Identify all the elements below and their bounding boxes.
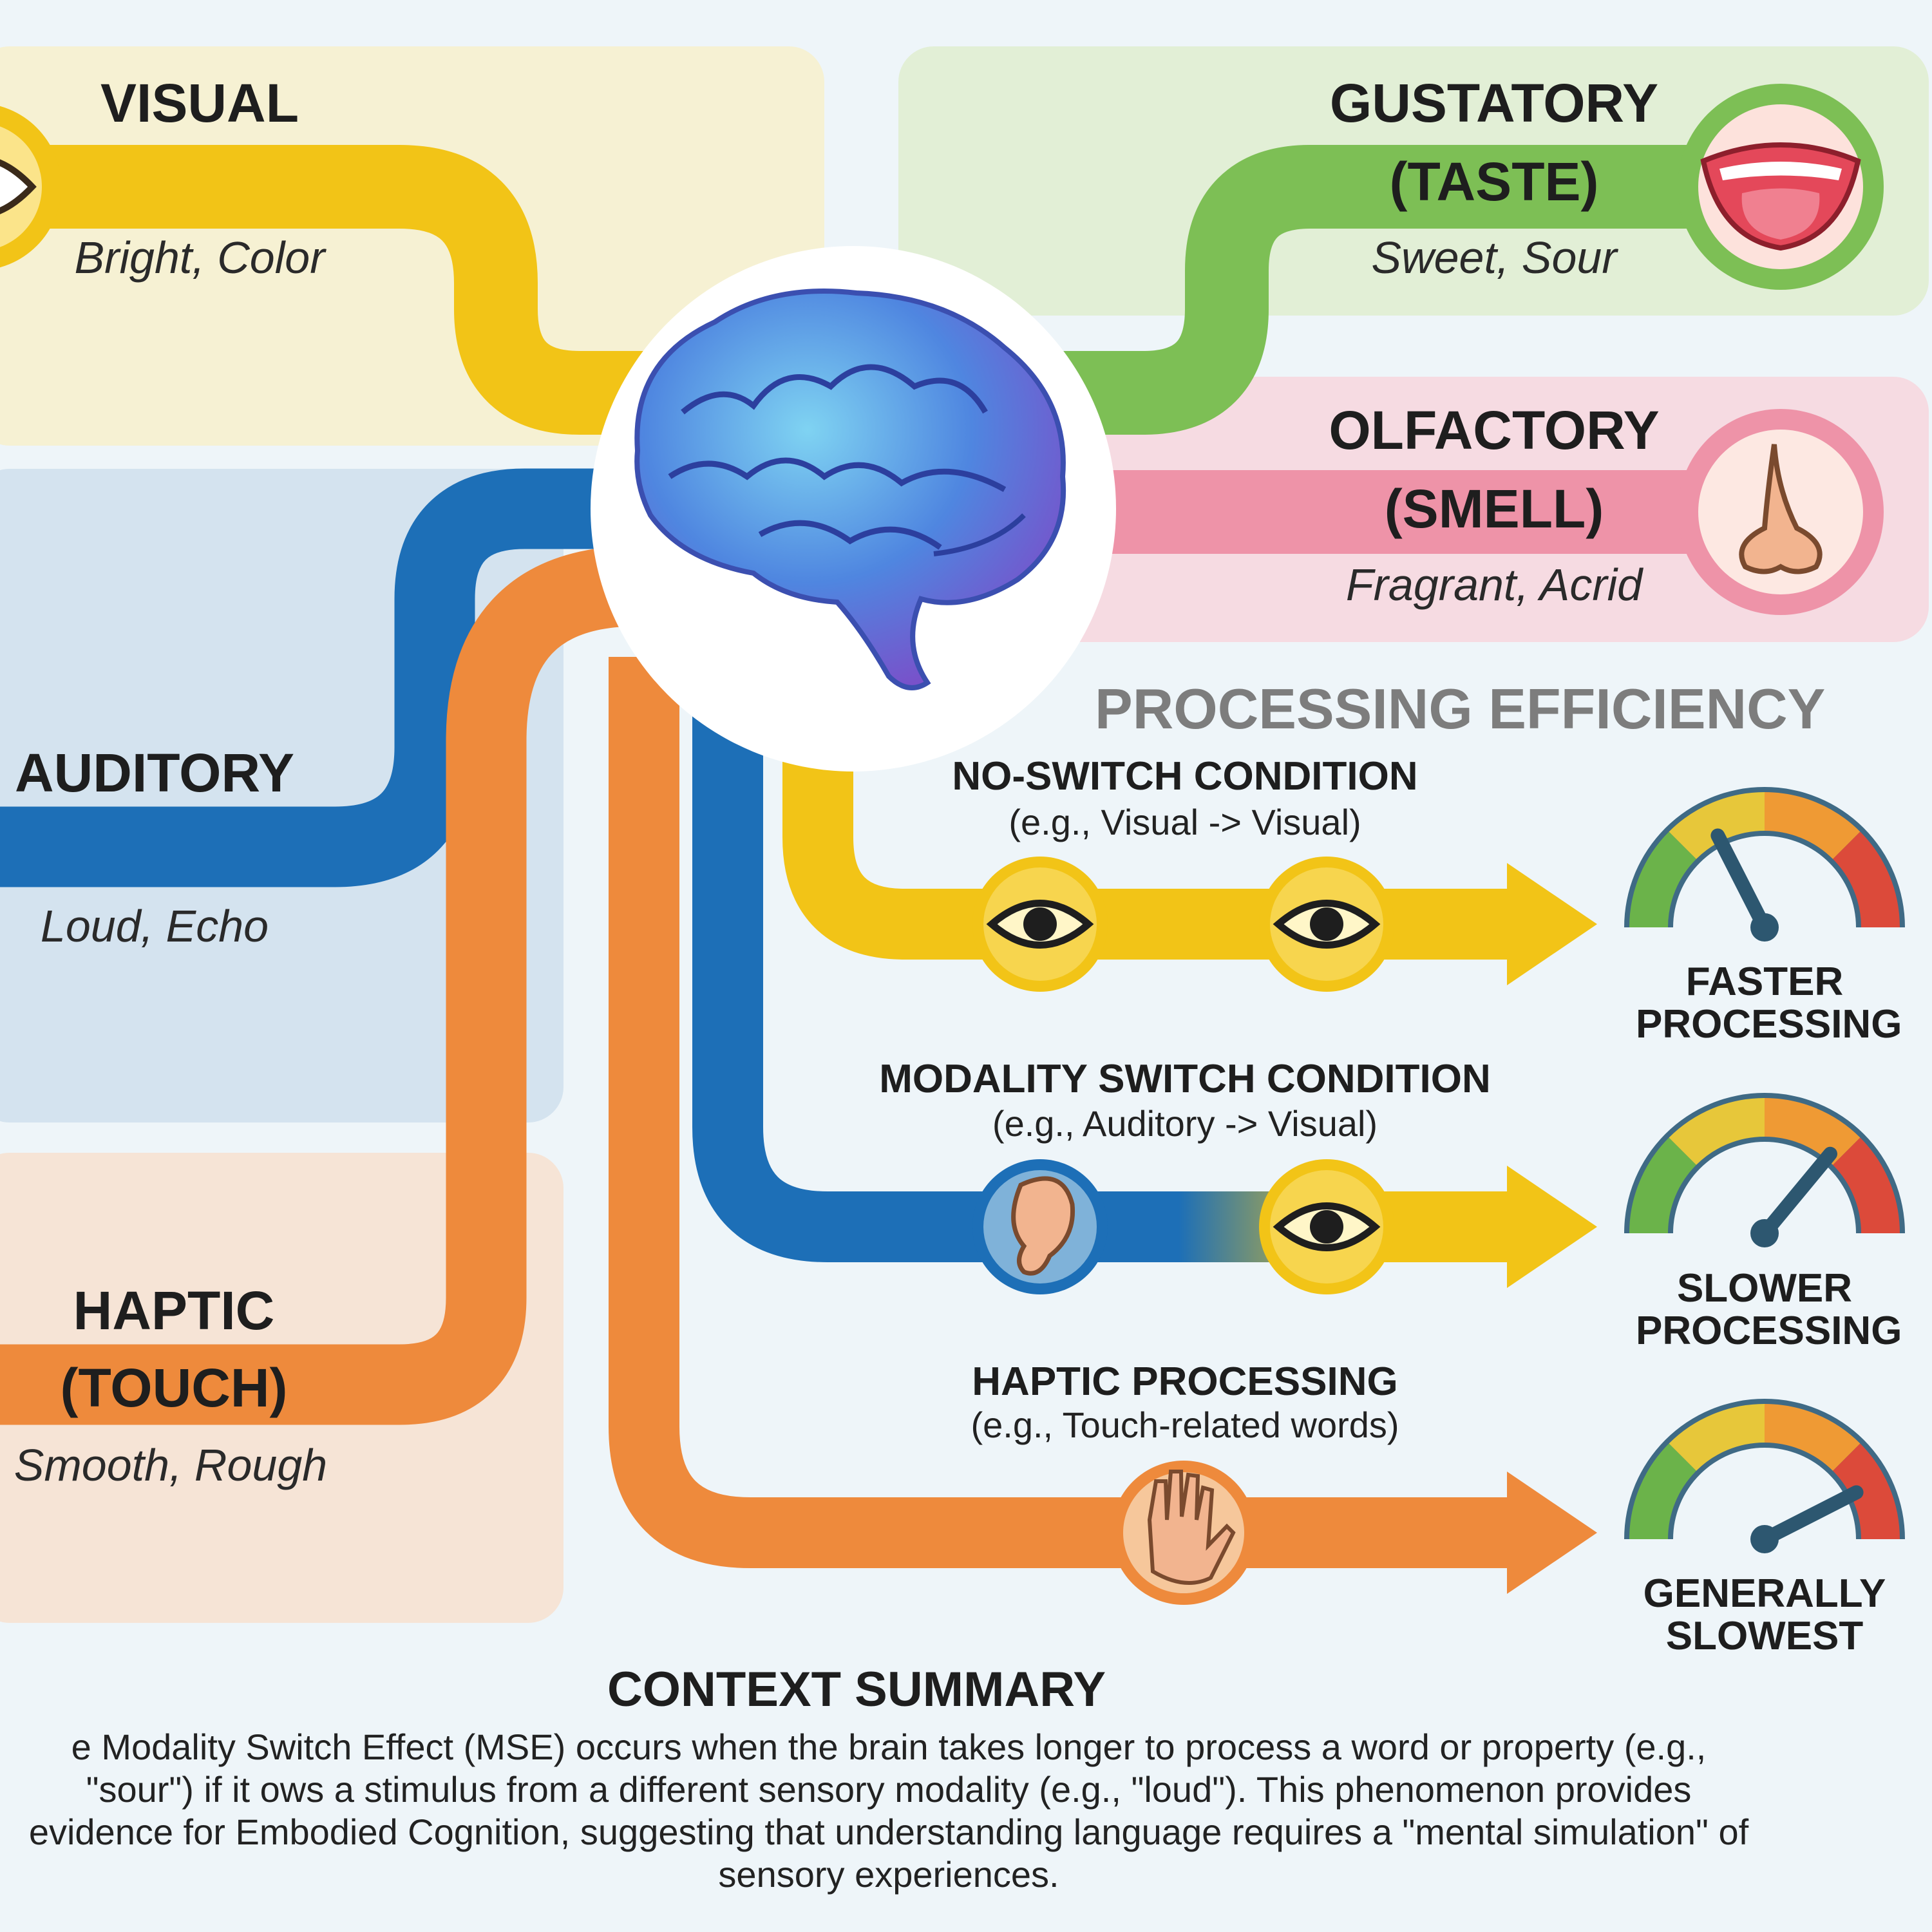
gauge-segment: [1669, 792, 1765, 860]
olfactory-title-line2: (SMELL): [1384, 478, 1604, 539]
slowest-result-line2: SLOWEST: [1665, 1614, 1864, 1658]
haptic-processing-title: HAPTIC PROCESSING: [972, 1359, 1398, 1404]
haptic-title-line2: (TOUCH): [60, 1358, 288, 1418]
gauge-segment: [1764, 1098, 1861, 1166]
gustatory-title-line2: (TASTE): [1389, 151, 1599, 212]
olfactory-title-line1: OLFACTORY: [1329, 400, 1660, 460]
gauge-segment: [1629, 831, 1697, 928]
gauge-segment: [1764, 1404, 1861, 1472]
ear-icon: [972, 1159, 1108, 1294]
gustatory-pathway: [1056, 145, 1700, 435]
slowest-result-line1: GENERALLY: [1643, 1571, 1886, 1616]
no-switch-condition-example: (e.g., Visual -> Visual): [1009, 802, 1361, 842]
gauge-needle: [1710, 828, 1772, 934]
no-switch-arrowhead: [1507, 863, 1597, 985]
switch-condition-example: (e.g., Auditory -> Visual): [992, 1103, 1378, 1144]
gauge-needle: [1757, 1485, 1864, 1546]
switch-condition-title: MODALITY SWITCH CONDITION: [879, 1057, 1491, 1101]
gauge-icon: [1624, 787, 1905, 942]
gauge-segment: [1832, 1443, 1900, 1540]
faster-result-line1: FASTER: [1685, 960, 1844, 1004]
haptic-example: Smooth, Rough: [14, 1440, 328, 1490]
slower-result-line2: PROCESSING: [1636, 1309, 1902, 1353]
hand-icon: [1112, 1461, 1256, 1605]
visual-title: VISUAL: [100, 73, 299, 133]
gustatory-example: Sweet, Sour: [1371, 232, 1617, 283]
visual-eye-icon: [0, 106, 61, 268]
switch-eye-icon: [1259, 1159, 1394, 1294]
gauges: [1624, 787, 1905, 1553]
gauge-segment: [1669, 1098, 1765, 1166]
auditory-example: Loud, Echo: [40, 901, 269, 951]
gauge-segment: [1832, 1137, 1900, 1234]
mouth-icon: [1678, 84, 1884, 290]
olfactory-example: Fragrant, Acrid: [1345, 560, 1643, 610]
gauge-hub: [1750, 1525, 1779, 1553]
haptic-processing-pathway: [609, 657, 1520, 1568]
gauge-segment: [1629, 1137, 1697, 1234]
nose-icon: [1678, 409, 1884, 615]
no-switch-eye-icon-2: [1259, 857, 1394, 992]
no-switch-condition-title: NO-SWITCH CONDITION: [952, 754, 1418, 799]
haptic-title-line1: HAPTIC: [73, 1280, 275, 1341]
gauge-icon: [1624, 1093, 1905, 1247]
gauge-segment: [1832, 831, 1900, 928]
gauge-segment: [1669, 1404, 1765, 1472]
gauge-needle: [1757, 1146, 1837, 1240]
gauge-icon: [1624, 1399, 1905, 1553]
visual-pathway: [0, 145, 650, 435]
summary-text: e Modality Switch Effect (MSE) occurs wh…: [28, 1727, 1749, 1895]
visual-example: Bright, Color: [74, 232, 325, 283]
summary-title: CONTEXT SUMMARY: [607, 1662, 1106, 1717]
gauge-segment: [1629, 1443, 1697, 1540]
gauge-hub: [1750, 1219, 1779, 1247]
switch-pathway-curve: [692, 644, 1005, 1262]
gauge-hub: [1750, 913, 1779, 942]
gauge-segment: [1764, 792, 1861, 860]
no-switch-eye-icon-1: [972, 857, 1108, 992]
haptic-pathway: [0, 545, 639, 1425]
gustatory-title-line1: GUSTATORY: [1329, 73, 1659, 133]
brain-icon: [634, 289, 1066, 690]
switch-arrowhead: [1507, 1166, 1597, 1288]
auditory-pathway: [0, 468, 650, 887]
haptic-processing-example: (e.g., Touch-related words): [971, 1405, 1399, 1445]
haptic-arrowhead: [1507, 1472, 1597, 1594]
slower-result-line1: SLOWER: [1676, 1266, 1853, 1311]
auditory-title: AUDITORY: [14, 743, 295, 803]
no-switch-pathway: [782, 670, 1520, 960]
efficiency-heading: PROCESSING EFFICIENCY: [1095, 677, 1826, 741]
faster-result-line2: PROCESSING: [1636, 1002, 1902, 1046]
